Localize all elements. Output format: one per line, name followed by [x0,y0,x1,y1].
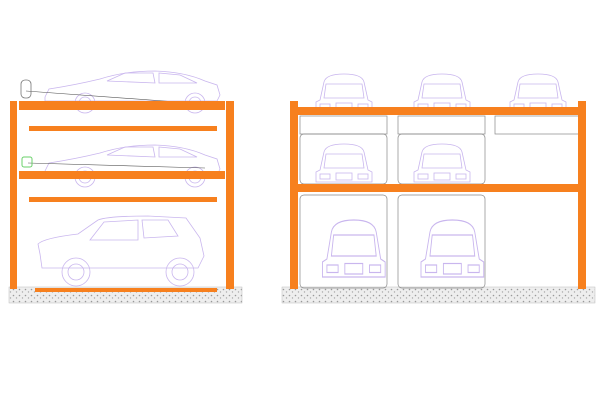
post-right [578,101,586,289]
pulley-icon [20,79,32,99]
post-left [10,101,17,289]
platform-top [29,126,217,131]
beam-top [290,107,586,115]
car-front-bottom-1 [321,219,386,278]
side-view [8,70,243,304]
sensor-icon [21,156,33,168]
post-right [226,101,234,289]
car-front-top-1 [315,73,373,113]
beam-top [19,101,225,110]
beam-middle [19,171,225,179]
car-front-top-2 [413,73,471,113]
beam-middle [290,184,586,192]
platform-middle [29,197,217,202]
car-front-middle-1 [315,143,373,183]
post-left [290,101,298,289]
car-front-bottom-2 [420,219,485,278]
ground-slab [281,286,596,304]
car-front-top-3 [509,73,567,113]
car-front-middle-2 [413,143,471,183]
front-view [281,73,596,304]
guide-line [27,162,206,169]
platform-ground [35,288,217,292]
car-suv-bottom [37,215,205,287]
bay-frames [299,115,580,289]
